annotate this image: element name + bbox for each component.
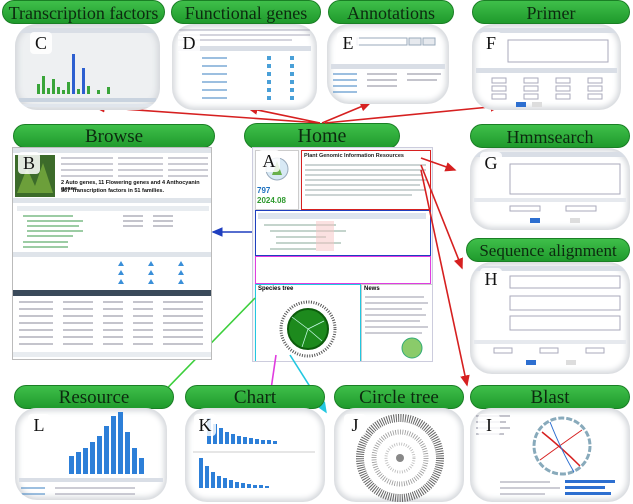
home-count-genes: 2024.08 — [257, 196, 286, 205]
arrow-to-annotations — [321, 102, 372, 124]
arrow-to-alignment — [420, 164, 463, 270]
home-count-species: 797 — [257, 186, 271, 195]
arrow-to-blast — [420, 169, 470, 387]
arrow-to-functional — [246, 105, 321, 124]
browse-pill: Browse — [13, 124, 215, 148]
tf-bar-chart — [19, 28, 156, 107]
home-species-tree-box: Species tree — [255, 284, 361, 361]
circle-tree-graphic — [356, 414, 444, 502]
functional-pill: Functional genes — [171, 0, 321, 24]
annotations-thumb — [327, 24, 449, 104]
circle-tree-thumb — [334, 408, 464, 502]
home-intro-box: Plant Genomic Information Resources — [301, 150, 431, 210]
hmmsearch-thumb — [470, 148, 630, 230]
hmmsearch-form — [474, 152, 626, 223]
resource-bar-chart — [19, 412, 163, 495]
home-news-label: News — [364, 286, 380, 292]
letter-F: F — [480, 32, 502, 54]
tf-pill: Transcription factors — [2, 0, 165, 24]
home-title-pill: Home — [244, 123, 400, 149]
browse-stats-line-2: 567 Transcription factors in 51 families… — [61, 188, 165, 194]
primer-thumb — [472, 24, 621, 110]
chart-pill: Chart — [185, 385, 325, 409]
primer-pill: Primer — [472, 0, 630, 24]
home-species-tree-label: Species tree — [258, 286, 294, 292]
home-news-box: News — [361, 284, 432, 361]
letter-A: A — [258, 150, 280, 172]
annotations-pill: Annotations — [328, 0, 454, 24]
home-news-list — [365, 296, 428, 359]
letter-J: J — [344, 414, 366, 436]
hmmsearch-pill: Hmmsearch — [470, 124, 630, 148]
arrow-to-hmmsearch — [420, 157, 457, 172]
arrow-to-primer — [324, 102, 502, 124]
letter-K: K — [194, 414, 216, 436]
home-chart-box — [255, 256, 431, 284]
home-panel: 797 2024.08 Plant Genomic Information Re… — [252, 147, 433, 362]
home-species-tree-graphic — [279, 300, 337, 358]
home-browse-list — [258, 213, 426, 251]
home-browse-box — [255, 210, 431, 256]
alignment-pill: Sequence alignment — [466, 238, 630, 262]
blast-pill: Blast — [470, 385, 630, 409]
letter-G: G — [480, 152, 502, 174]
letter-C: C — [30, 32, 52, 54]
browse-content — [13, 148, 211, 357]
browse-stats-line-1: 2 Auto genes, 11 Flowering genes and 4 A… — [61, 180, 200, 192]
letter-D: D — [178, 32, 200, 54]
letter-E: E — [337, 32, 359, 54]
letter-L: L — [28, 414, 50, 436]
home-intro-text-lines — [305, 164, 426, 196]
resource-pill: Resource — [14, 385, 174, 409]
letter-I: I — [478, 414, 500, 436]
circle-tree-pill: Circle tree — [334, 385, 464, 409]
alignment-form — [474, 266, 626, 365]
letter-B: B — [18, 152, 40, 174]
browse-panel: 2 Auto genes, 11 Flowering genes and 4 A… — [12, 147, 212, 360]
primer-form — [476, 28, 617, 107]
letter-H: H — [480, 268, 502, 290]
annotations-table — [331, 37, 445, 93]
home-intro-title: Plant Genomic Information Resources — [304, 153, 404, 159]
